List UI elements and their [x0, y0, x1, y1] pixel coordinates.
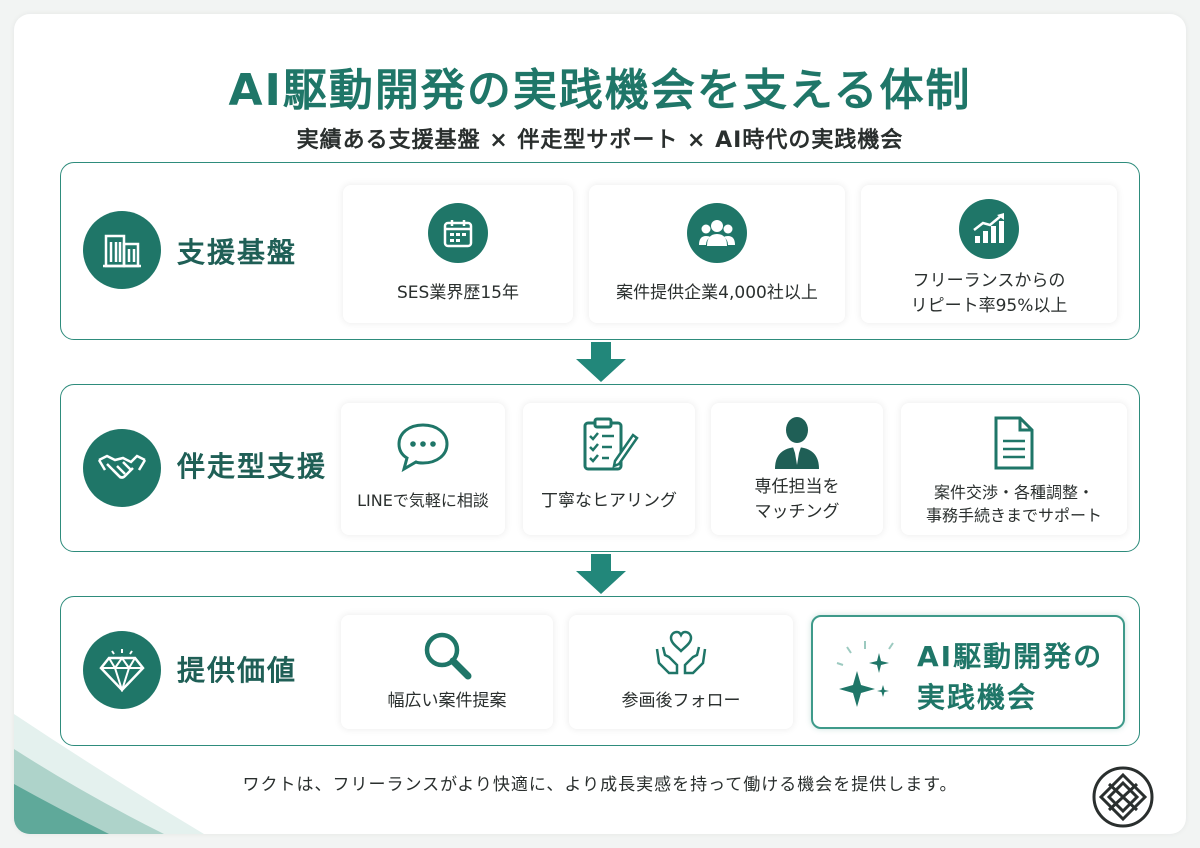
- card-dedicated-staff: 専任担当を マッチング: [711, 403, 883, 535]
- card-line-consult: LINEで気軽に相談: [341, 403, 505, 535]
- down-arrow-icon: [576, 342, 626, 382]
- card-wide-proposals: 幅広い案件提案: [341, 615, 553, 729]
- section-label: 伴走型支援: [177, 450, 328, 483]
- section-label: 提供価値: [177, 654, 298, 687]
- chat-bubble-icon: [397, 423, 449, 473]
- magnifier-icon: [424, 632, 472, 680]
- card-follow-up: 参画後フォロー: [569, 615, 793, 729]
- card-negotiation-support: 案件交渉・各種調整・ 事務手続きまでサポート: [901, 403, 1127, 535]
- card-text: SES業界歴15年: [397, 283, 519, 303]
- building-icon: [83, 211, 161, 289]
- calendar-icon: [428, 203, 488, 263]
- clipboard-icon: [583, 417, 639, 471]
- card-text: フリーランスからの リピート率95%以上: [910, 271, 1068, 316]
- page-subtitle: 実績ある支援基盤 × 伴走型サポート × AI時代の実践機会: [296, 128, 904, 153]
- card-text: LINEで気軽に相談: [357, 491, 489, 510]
- card-hearing: 丁寧なヒアリング: [523, 403, 695, 535]
- company-logo-icon: [1092, 766, 1154, 828]
- section-accompany-support: 伴走型支援 LINEで気軽に相談 丁寧なヒアリング: [60, 384, 1140, 552]
- heart-hands-icon: [655, 630, 707, 675]
- diamond-icon: [83, 631, 161, 709]
- sparkle-icon: [836, 641, 894, 707]
- section-label: 支援基盤: [177, 236, 298, 269]
- card-text: 参画後フォロー: [621, 691, 741, 711]
- card-text: 丁寧なヒアリング: [541, 491, 677, 511]
- card-repeat-rate: フリーランスからの リピート率95%以上: [861, 185, 1117, 323]
- page-title: AI駆動開発の実践機会を支える体制: [228, 65, 972, 116]
- highlight-text: AI駆動開発の 実践機会: [917, 640, 1104, 714]
- people-icon: [687, 203, 747, 263]
- handshake-icon: [83, 429, 161, 507]
- card-text: 案件提供企業4,000社以上: [616, 283, 818, 303]
- card-ai-practice-highlight: AI駆動開発の 実践機会: [811, 615, 1125, 729]
- card-client-companies: 案件提供企業4,000社以上: [589, 185, 845, 323]
- person-icon: [775, 417, 819, 469]
- document-icon: [994, 416, 1034, 470]
- card-text: 幅広い案件提案: [387, 691, 507, 711]
- down-arrow-icon: [576, 554, 626, 594]
- section-provided-value: 提供価値 幅広い案件提案 参画後フォロー: [60, 596, 1140, 746]
- section-support-base: 支援基盤 SES業界歴15年: [60, 162, 1140, 340]
- slide: AI駆動開発の実践機会を支える体制 実績ある支援基盤 × 伴走型サポート × A…: [14, 14, 1186, 834]
- growth-chart-icon: [959, 199, 1019, 259]
- card-text: 専任担当を マッチング: [754, 477, 840, 522]
- card-ses-history: SES業界歴15年: [343, 185, 573, 323]
- corner-decoration: [14, 714, 204, 834]
- footer-message: ワクトは、フリーランスがより快適に、より成長実感を持って働ける機会を提供します。: [242, 775, 958, 795]
- card-text: 案件交渉・各種調整・ 事務手続きまでサポート: [925, 483, 1102, 526]
